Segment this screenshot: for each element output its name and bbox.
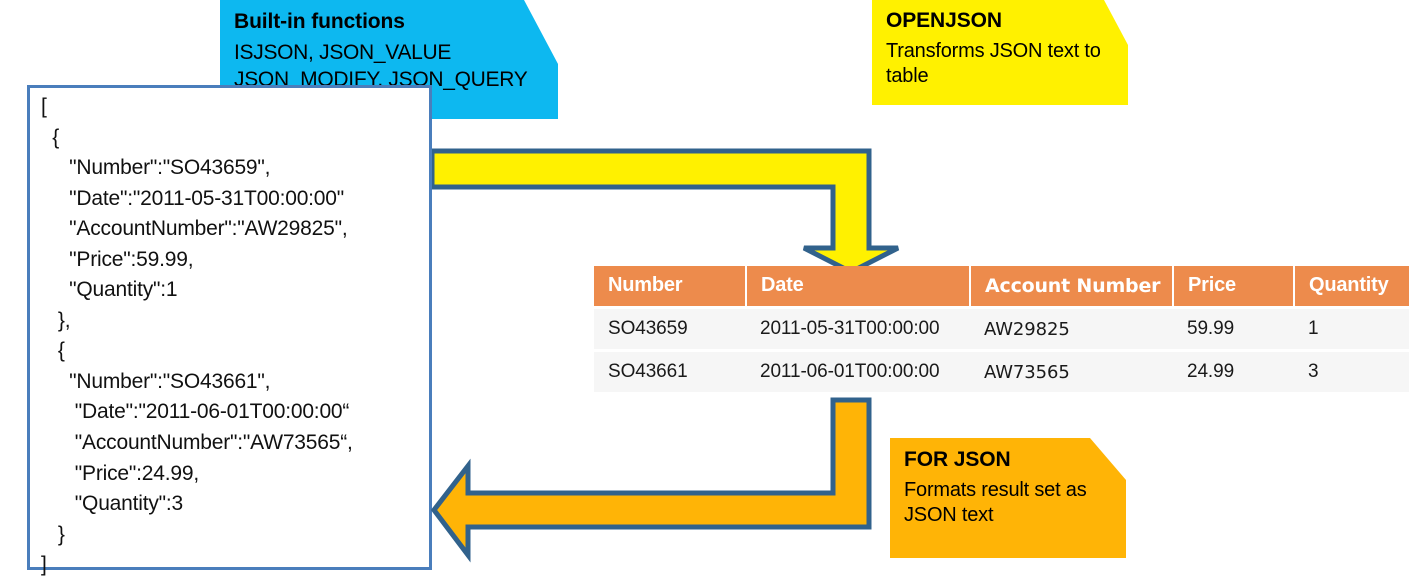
table-cell-quantity: 3: [1294, 349, 1409, 392]
column-header-account-number: Account Number: [970, 266, 1174, 308]
column-header-price: Price: [1173, 266, 1295, 308]
table-cell-date: 2011-05-31T00:00:00: [746, 306, 970, 351]
table-cell-quantity: 1: [1294, 306, 1409, 351]
table-cell-price: 24.99: [1173, 349, 1294, 392]
column-header-date: Date: [746, 266, 971, 308]
table-cell-number: SO43661: [594, 349, 746, 392]
table-cell-date: 2011-06-01T00:00:00: [746, 349, 970, 392]
json-document-text: [ { "Number":"SO43659", "Date":"2011-05-…: [41, 95, 353, 577]
callout-built-in-functions-line1: ISJSON, JSON_VALUE: [234, 40, 452, 64]
table-cell-price: 59.99: [1173, 306, 1294, 351]
json-document-box: [ { "Number":"SO43659", "Date":"2011-05-…: [27, 85, 432, 576]
table-cell-account-number: AW29825: [970, 306, 1173, 351]
callout-openjson-title: OPENJSON: [886, 9, 1002, 32]
callout-for-json-body: Formats result set as JSON text: [904, 478, 1087, 527]
column-header-number: Number: [594, 266, 747, 308]
table-cell-account-number: AW73565: [970, 349, 1173, 392]
table-header-row: Number Date Account Number Price Quantit…: [594, 266, 1409, 308]
result-table: Number Date Account Number Price Quantit…: [594, 266, 1409, 392]
callout-openjson-body: Transforms JSON text to table: [886, 39, 1101, 88]
callout-built-in-functions-title: Built-in functions: [234, 10, 405, 33]
table-cell-number: SO43659: [594, 306, 746, 351]
callout-for-json: FOR JSON Formats result set as JSON text: [890, 438, 1126, 558]
callout-openjson: OPENJSON Transforms JSON text to table: [872, 0, 1128, 105]
callout-for-json-title: FOR JSON: [904, 448, 1011, 471]
column-header-quantity: Quantity: [1294, 266, 1409, 308]
